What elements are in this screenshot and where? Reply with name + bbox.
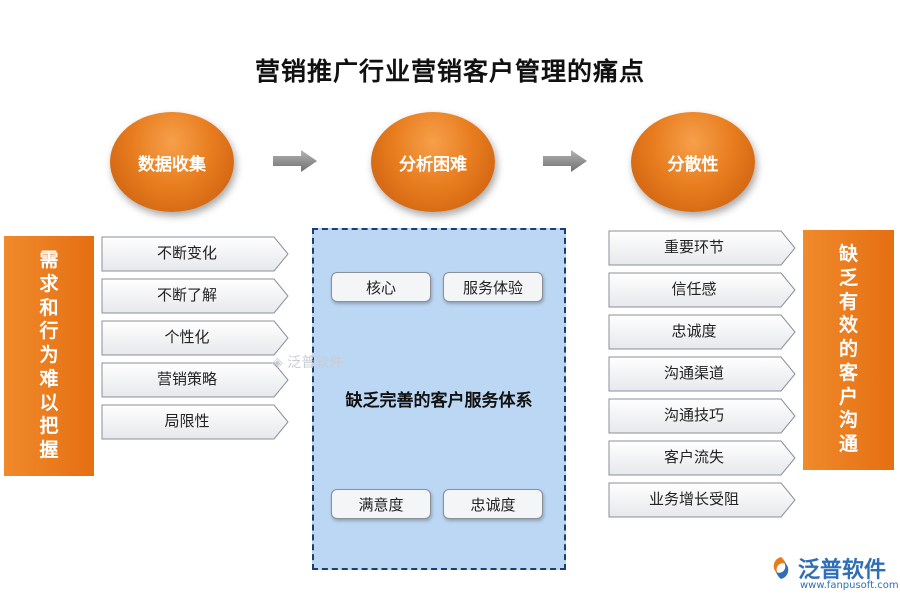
tag-label: 忠诚度 (671, 321, 717, 340)
arrow-right-icon (543, 150, 587, 172)
center-pill-satisfaction: 满意度 (331, 489, 431, 519)
stage-data-collection: 数据收集 (110, 112, 234, 212)
left-side-box: 需求和行为难以把握 (4, 236, 94, 476)
tag-label: 营销策略 (156, 369, 217, 388)
left-side-label: 需求和行为难以把握 (39, 249, 59, 462)
brand-logo: 泛普软件 (768, 552, 886, 584)
right-tag-5: 客户流失 (607, 439, 796, 476)
tag-label: 局限性 (164, 411, 210, 430)
right-tag-3: 沟通渠道 (607, 355, 796, 392)
tag-label: 信任感 (671, 279, 717, 298)
right-tag-4: 沟通技巧 (607, 397, 796, 434)
brand-swirl-icon (773, 557, 789, 579)
center-pill-service-experience: 服务体验 (443, 272, 543, 302)
right-tag-0: 重要环节 (607, 229, 796, 266)
tag-label: 业务增长受阻 (648, 489, 739, 508)
brand-url: www.fanpusoft.com (800, 580, 899, 591)
tag-label: 不断变化 (156, 243, 217, 262)
arrow-right-icon (273, 150, 317, 172)
center-main-text: 缺乏完善的客户服务体系 (345, 391, 533, 411)
center-pill-loyalty: 忠诚度 (443, 489, 543, 519)
right-tag-2: 忠诚度 (607, 313, 796, 350)
logo-icon: ◈ (272, 355, 283, 371)
center-pill-core: 核心 (331, 272, 431, 302)
tag-label: 不断了解 (156, 285, 217, 304)
right-tag-1: 信任感 (607, 271, 796, 308)
watermark: ◈ 泛普软件 (272, 355, 344, 371)
stage-dispersion: 分散性 (631, 112, 755, 212)
tag-label: 客户流失 (663, 447, 724, 466)
right-side-label: 缺乏有效的客户沟通 (838, 243, 858, 456)
tag-label: 沟通渠道 (663, 363, 724, 382)
right-side-box: 缺乏有效的客户沟通 (803, 230, 894, 470)
stage-analysis-difficulty: 分析困难 (371, 112, 495, 212)
left-tag-3: 营销策略 (100, 361, 289, 398)
left-tag-0: 不断变化 (100, 235, 289, 272)
left-tag-4: 局限性 (100, 403, 289, 440)
tag-label: 沟通技巧 (663, 405, 724, 424)
left-tag-1: 不断了解 (100, 277, 289, 314)
diagram-title: 营销推广行业营销客户管理的痛点 (254, 57, 645, 86)
tag-label: 个性化 (164, 327, 210, 346)
tag-label: 重要环节 (663, 237, 724, 256)
left-tag-2: 个性化 (100, 319, 289, 356)
right-tag-6: 业务增长受阻 (607, 481, 796, 518)
